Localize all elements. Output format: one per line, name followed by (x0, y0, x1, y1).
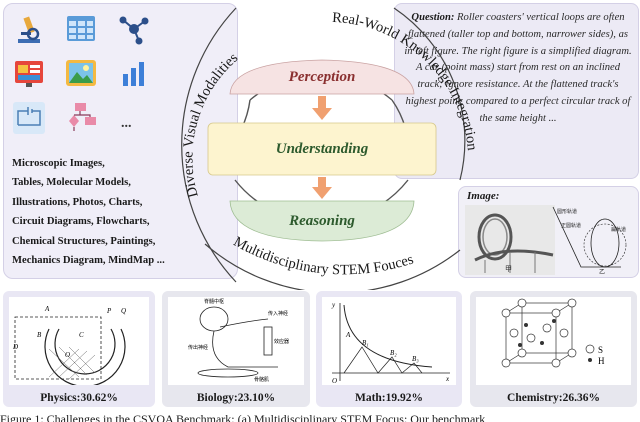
bar-chart-icon (123, 62, 144, 86)
modality-list: Microscopic Images, Tables, Molecular Mo… (12, 154, 165, 270)
biology-label: 传入神经 (268, 310, 288, 317)
physics-label: P (106, 307, 112, 315)
molecule-icon (119, 16, 149, 45)
physics-figure: A D B C O P Q (9, 297, 149, 385)
arrow-down-icon (312, 177, 332, 199)
question-body: Roller coasters' vertical loops are ofte… (404, 12, 632, 124)
stage-label: Reasoning (289, 213, 355, 229)
math-figure: y O x A B₁ B₂ B₃ (322, 297, 456, 385)
math-label: B₁ (362, 339, 369, 347)
stage-label: Perception (288, 69, 356, 85)
modality-panel: ... Microscopic Images, Tables, Molecula… (3, 3, 238, 279)
math-label: A (345, 331, 351, 339)
subject-card-chemistry: S H Chemistry:26.36% (470, 291, 637, 407)
figure-caption: Figure 1: Challenges in the CSVQA Benchm… (0, 412, 486, 422)
photo-icon (66, 60, 96, 86)
physics-label: C (79, 331, 84, 339)
subject-caption: Math:19.92% (354, 392, 424, 404)
stage-understanding: Understanding (214, 123, 430, 175)
flowchart-icon (69, 103, 96, 131)
microscope-icon (18, 16, 40, 43)
modality-item: Chemical Structures, Paintings, (12, 235, 156, 247)
biology-label: 脊髓中枢 (204, 298, 224, 305)
subject-caption: Biology:23.10% (196, 392, 276, 404)
track-diagram: 圆形轨道 正圆轨道 扁轨道 乙 (552, 206, 627, 275)
perception-shape (229, 59, 415, 95)
modality-item: Microscopic Images, (12, 158, 105, 169)
stage-label: Understanding (275, 141, 369, 157)
understanding-shape (207, 122, 437, 176)
dashboard-icon (15, 61, 43, 87)
physics-label: D (12, 343, 18, 351)
photo-caption: 甲 (505, 265, 512, 273)
subject-card-biology: 脊髓中枢 传入神经 传出神经 效应器 骨骼肌 Biology:23.10% (162, 291, 310, 407)
chemistry-figure: S H (476, 297, 631, 385)
biology-label: 传出神经 (188, 344, 208, 351)
chem-legend-s: S (598, 345, 603, 355)
stage-reasoning: Reasoning (214, 201, 430, 241)
biology-figure: 脊髓中枢 传入神经 传出神经 效应器 骨骼肌 (168, 297, 304, 385)
question-label: Question: (411, 12, 455, 23)
modality-item: Tables, Molecular Models, (12, 177, 131, 189)
physics-label: B (37, 331, 42, 339)
center-diagram: Diverse Visual Modalities Real-World Kno… (180, 7, 480, 290)
arrow-down-icon (312, 96, 332, 120)
chem-legend-h: H (598, 356, 605, 366)
math-label: x (445, 375, 450, 383)
subject-caption: Chemistry:26.36% (507, 392, 600, 404)
subject-card-physics: A D B C O P Q Physics:30.62% (3, 291, 155, 407)
roller-coaster-photo: 甲 (465, 205, 555, 275)
track-label: 扁轨道 (611, 226, 626, 233)
subject-caption: Physics:30.62% (40, 392, 118, 404)
math-label: O (332, 377, 337, 385)
track-label: 正圆轨道 (561, 222, 581, 229)
math-label: B₃ (412, 355, 419, 363)
more-icon: ... (121, 116, 132, 131)
subject-card-math: y O x A B₁ B₂ B₃ Math:19.92% (316, 291, 462, 407)
circuit-icon (13, 102, 45, 134)
modality-item: Circuit Diagrams, Flowcharts, (12, 216, 150, 228)
modality-item: Illustrations, Photos, Charts, (12, 196, 143, 208)
table-icon (67, 16, 95, 41)
track-label: 圆形轨道 (557, 208, 577, 215)
stage-perception: Perception (214, 60, 430, 94)
physics-label: Q (121, 307, 126, 315)
physics-label: O (65, 351, 70, 359)
math-label: B₂ (390, 349, 397, 357)
question-text: Question: Roller coasters' vertical loop… (403, 10, 633, 128)
image-panel: Image: 甲 圆形轨道 正圆轨道 扁轨道 乙 (458, 186, 639, 278)
biology-label: 效应器 (274, 338, 289, 345)
modality-item: Mechanics Diagram, MindMap ... (12, 255, 165, 267)
biology-label: 骨骼肌 (254, 376, 269, 383)
reasoning-shape (229, 200, 415, 242)
math-label: y (331, 301, 336, 309)
image-label: Image: (467, 190, 500, 202)
physics-label: A (44, 305, 50, 313)
diagram-caption: 乙 (599, 269, 605, 275)
